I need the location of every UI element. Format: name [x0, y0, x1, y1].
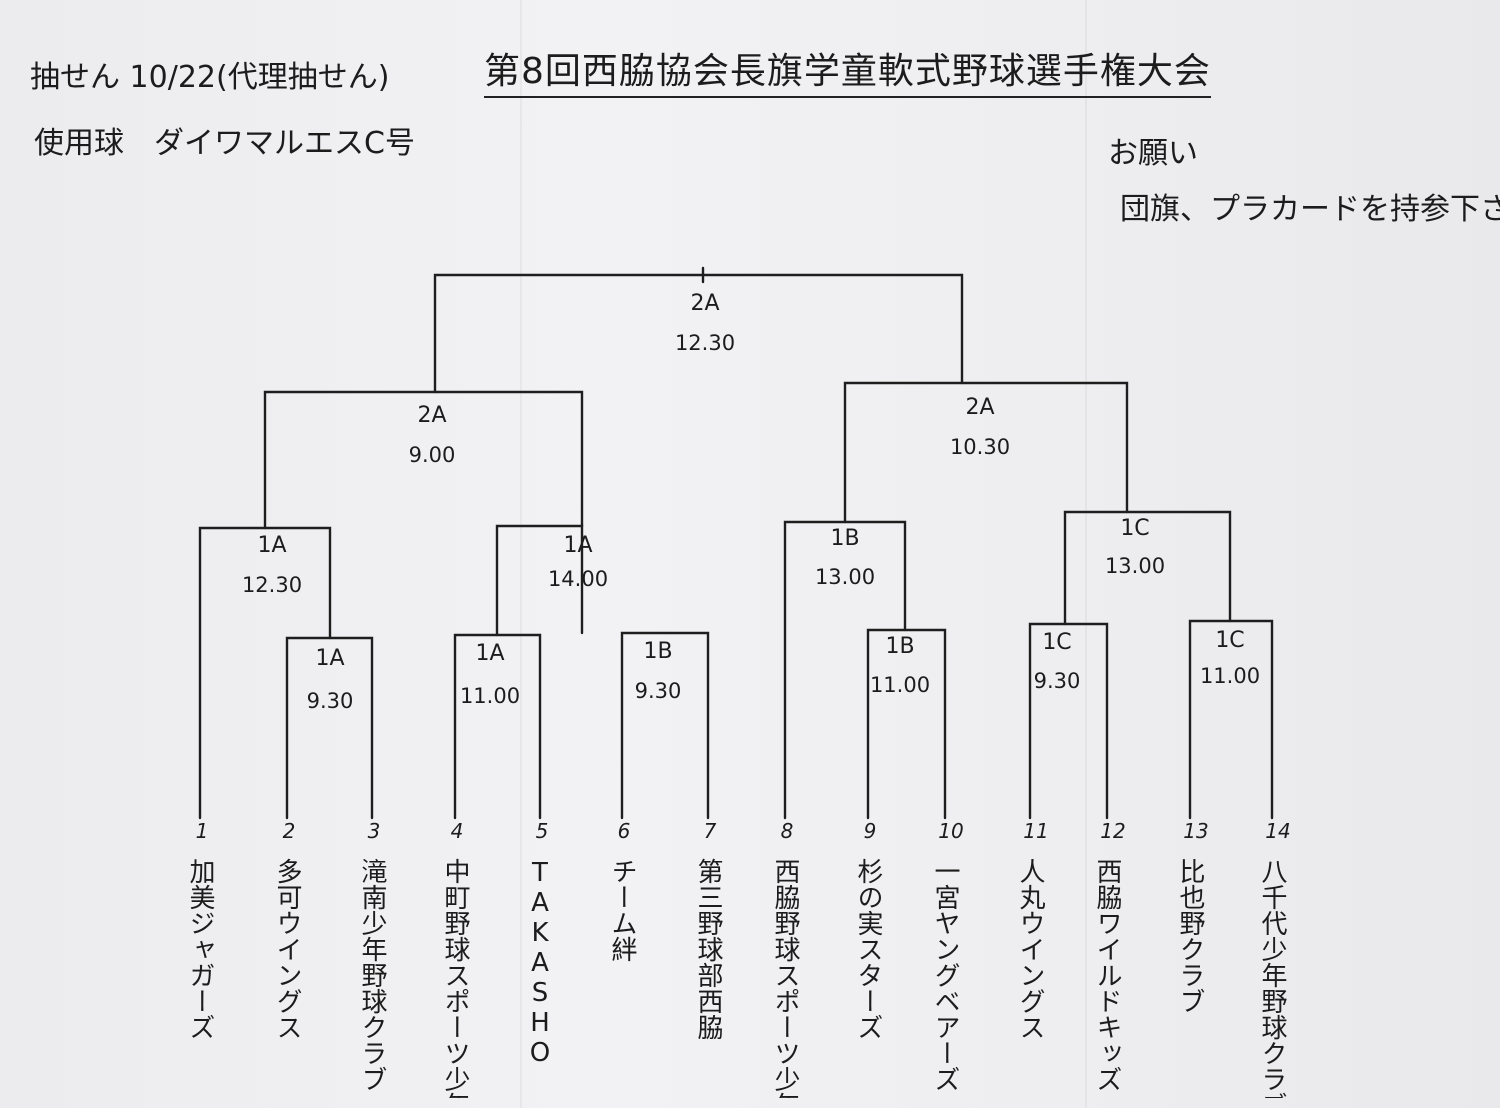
team-name-4: 中町野球スポーツ少年団	[440, 858, 470, 1098]
match-court-r1-2-3: 1A	[315, 646, 344, 671]
match-time-qf-1: 12.30	[242, 573, 302, 597]
match-line-final	[433, 273, 964, 394]
team-number-8: 8	[781, 819, 794, 843]
match-line-qf-3	[783, 520, 907, 820]
match-time-semi-right: 10.30	[950, 435, 1010, 459]
page-title: 第8回西脇協会長旗学童軟式野球選手権大会	[484, 42, 1211, 98]
match-line-qf-2	[495, 524, 584, 637]
team-number-2: 2	[283, 819, 296, 843]
team-name-8: 西脇野球スポーツ少年団	[770, 858, 800, 1098]
match-time-r1-13-14: 11.00	[1200, 664, 1260, 688]
match-court-semi-left: 2A	[417, 403, 446, 428]
team-name-9: 杉の実スターズ	[853, 858, 883, 1040]
team-number-5: 5	[536, 819, 549, 843]
match-court-r1-9-10: 1B	[885, 634, 914, 659]
request-title: お願い	[1108, 136, 1198, 171]
team-number-3: 3	[368, 819, 381, 843]
match-court-r1-4-5: 1A	[475, 641, 504, 666]
team-name-3: 滝南少年野球クラブ	[357, 858, 387, 1092]
match-court-r1-11-12: 1C	[1042, 630, 1071, 655]
team-number-11: 11	[1023, 819, 1048, 843]
match-time-r1-4-5: 11.00	[460, 684, 520, 708]
match-time-qf-3: 13.00	[815, 565, 875, 589]
match-court-qf-4: 1C	[1120, 516, 1149, 541]
match-line-r1-13-14	[1188, 619, 1274, 820]
match-line-r1-11-12	[1028, 622, 1109, 820]
match-time-r1-2-3: 9.30	[307, 689, 354, 713]
team-name-11: 人丸ウイングス	[1015, 858, 1045, 1040]
match-court-r1-6-7: 1B	[643, 639, 672, 664]
paper-fold	[1085, 0, 1087, 1108]
team-number-13: 13	[1183, 819, 1208, 843]
team-number-4: 4	[451, 819, 464, 843]
match-time-qf-2: 14.00	[548, 567, 608, 591]
team-number-12: 12	[1100, 819, 1125, 843]
team-name-6: チーム絆	[607, 858, 637, 962]
match-line-semi-left	[263, 390, 584, 530]
ball-note: 使用球 ダイワマルエスC号	[34, 126, 415, 161]
match-time-r1-6-7: 9.30	[635, 679, 682, 703]
draw-note: 抽せん 10/22(代理抽せん)	[30, 60, 390, 95]
team-number-10: 10	[938, 819, 963, 843]
match-court-semi-right: 2A	[965, 395, 994, 420]
team-name-1: 加美ジャガーズ	[185, 858, 215, 1040]
team-number-7: 7	[704, 819, 717, 843]
team-number-14: 14	[1265, 819, 1290, 843]
team-name-14: 八千代少年野球クラブ	[1257, 858, 1287, 1098]
match-line-r1-6-7	[620, 631, 710, 820]
match-line-r1-9-10	[866, 628, 947, 820]
team-name-2: 多可ウイングス	[272, 858, 302, 1040]
request-body: 団旗、プラカードを持参下さい	[1120, 192, 1500, 227]
match-time-qf-4: 13.00	[1105, 554, 1165, 578]
team-name-12: 西脇ワイルドキッズ	[1092, 858, 1122, 1092]
match-time-semi-left: 9.00	[409, 443, 456, 467]
paper-fold	[520, 0, 522, 1108]
team-name-10: 一宮ヤングベアーズ	[930, 858, 960, 1092]
match-court-qf-1: 1A	[257, 533, 286, 558]
match-line-qf-1	[198, 526, 332, 820]
match-line-semi-right	[843, 381, 1129, 524]
team-number-1: 1	[196, 819, 209, 843]
team-name-13: 比也野クラブ	[1175, 858, 1205, 1014]
team-name-7: 第三野球部西脇	[693, 858, 723, 1040]
match-court-qf-2: 1A	[563, 533, 592, 558]
match-time-final: 12.30	[675, 331, 735, 355]
match-time-r1-9-10: 11.00	[870, 673, 930, 697]
team-number-9: 9	[864, 819, 877, 843]
match-line-qf-4	[1063, 510, 1232, 626]
match-line-r1-2-3	[285, 636, 374, 820]
match-court-r1-13-14: 1C	[1215, 628, 1244, 653]
team-number-6: 6	[618, 819, 631, 843]
match-time-r1-11-12: 9.30	[1034, 669, 1081, 693]
team-name-5: TAKASHO	[525, 858, 555, 1068]
match-line-r1-4-5	[453, 633, 542, 820]
match-court-qf-3: 1B	[830, 526, 859, 551]
match-court-final: 2A	[690, 291, 719, 316]
